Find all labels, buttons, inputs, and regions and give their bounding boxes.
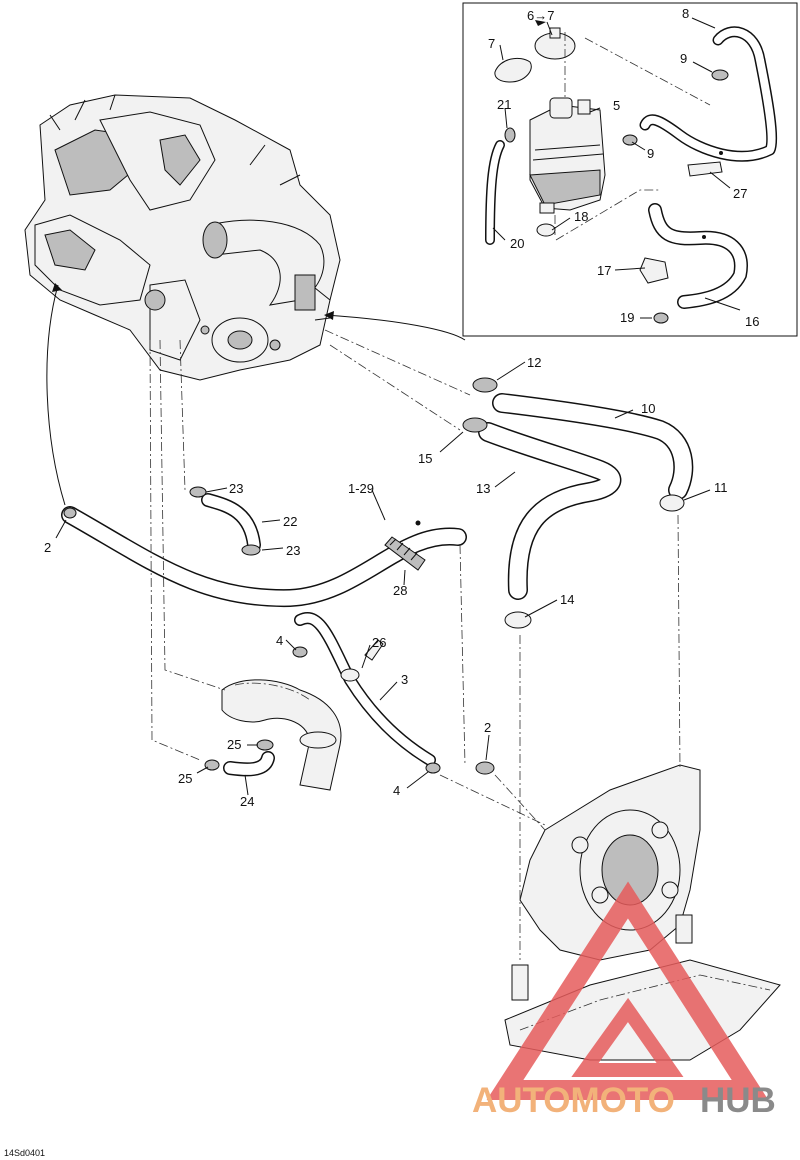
callout-4: 4 <box>393 783 400 798</box>
callout-22: 22 <box>283 514 297 529</box>
sleeve-28 <box>384 536 426 571</box>
watermark-triangle-inner <box>571 997 684 1077</box>
callout-17: 17 <box>597 263 611 278</box>
hose-20 <box>485 140 505 245</box>
callout-16: 16 <box>745 314 759 329</box>
reservoir-assembly <box>529 97 606 214</box>
callout-25: 25 <box>178 771 192 786</box>
callout-28: 28 <box>393 583 407 598</box>
callout-2: 2 <box>484 720 491 735</box>
inset-frame <box>462 2 798 337</box>
callout-18: 18 <box>574 209 588 224</box>
clamps-inset <box>504 69 729 324</box>
callout-10: 10 <box>641 401 655 416</box>
callout-20: 20 <box>510 236 524 251</box>
callout-1-29: 1-29 <box>348 481 374 496</box>
exhaust-elbow <box>221 679 342 791</box>
callout-4: 4 <box>276 633 283 648</box>
diagram-reference-id: 14Sd0401 <box>4 1148 45 1158</box>
callout-23: 23 <box>286 543 300 558</box>
callout-2: 2 <box>44 540 51 555</box>
callout-23: 23 <box>229 481 243 496</box>
callout-9: 9 <box>680 51 687 66</box>
watermark-logo <box>486 881 769 1100</box>
reservoir-cap <box>534 27 576 60</box>
callout-13: 13 <box>476 481 490 496</box>
callout-25: 25 <box>227 737 241 752</box>
marker-dot <box>719 151 723 155</box>
clamps-main <box>63 377 685 775</box>
callout-12: 12 <box>527 355 541 370</box>
callout-24: 24 <box>240 794 254 809</box>
watermark-text-automoto: AUTOMOTO <box>472 1081 675 1120</box>
callout-19: 19 <box>620 310 634 325</box>
hose-24 <box>223 751 275 777</box>
callout-9: 9 <box>647 146 654 161</box>
watermark-text-hub: HUB <box>700 1081 776 1120</box>
cap-gasket <box>494 57 532 83</box>
watermark-triangle-outer <box>486 881 769 1100</box>
callout-26: 26 <box>372 635 386 650</box>
direction-arrows <box>46 20 546 506</box>
callout-labels: 6→7 8 7 9 21 5 9 27 18 20 17 19 16 12 10… <box>44 6 759 809</box>
callout-21: 21 <box>497 97 511 112</box>
hose-8 <box>639 26 778 162</box>
callout-27: 27 <box>733 186 747 201</box>
hose-16 <box>648 203 748 309</box>
callout-8: 8 <box>682 6 689 21</box>
hose-22 <box>201 493 261 552</box>
callout-15: 15 <box>418 451 432 466</box>
callout-3: 3 <box>401 672 408 687</box>
routing-lines <box>149 32 711 960</box>
hose-10 <box>492 393 694 500</box>
engine-assembly <box>24 94 341 381</box>
marker-dot <box>415 520 421 526</box>
callout-7: 7 <box>488 36 495 51</box>
callout-6-7: 6→7 <box>527 8 554 23</box>
hose-13 <box>478 422 622 600</box>
callout-11: 11 <box>714 480 728 495</box>
marker-dot <box>702 235 706 239</box>
callout-14: 14 <box>560 592 574 607</box>
leader-lines <box>55 17 741 796</box>
callout-5: 5 <box>613 98 620 113</box>
